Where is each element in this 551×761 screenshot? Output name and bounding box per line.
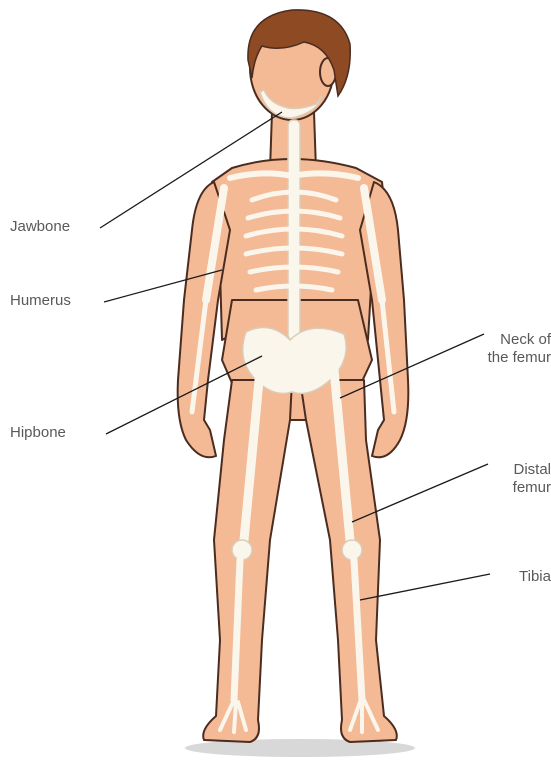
label-distal-femur: Distal femur [411, 461, 551, 497]
label-neck-of-femur: Neck of the femur [411, 331, 551, 367]
knee-left [232, 540, 252, 560]
label-tibia: Tibia [411, 568, 551, 586]
label-jawbone: Jawbone [10, 218, 70, 236]
label-neck-of-femur-line2: the femur [411, 349, 551, 367]
label-humerus: Humerus [10, 292, 71, 310]
knee-right [342, 540, 362, 560]
leg-left [203, 380, 292, 742]
label-neck-of-femur-line1: Neck of [411, 331, 551, 349]
clavicles [230, 173, 358, 178]
label-hipbone: Hipbone [10, 424, 66, 442]
ground-shadow [185, 739, 415, 757]
label-distal-femur-line1: Distal [411, 461, 551, 479]
label-distal-femur-line2: femur [411, 479, 551, 497]
